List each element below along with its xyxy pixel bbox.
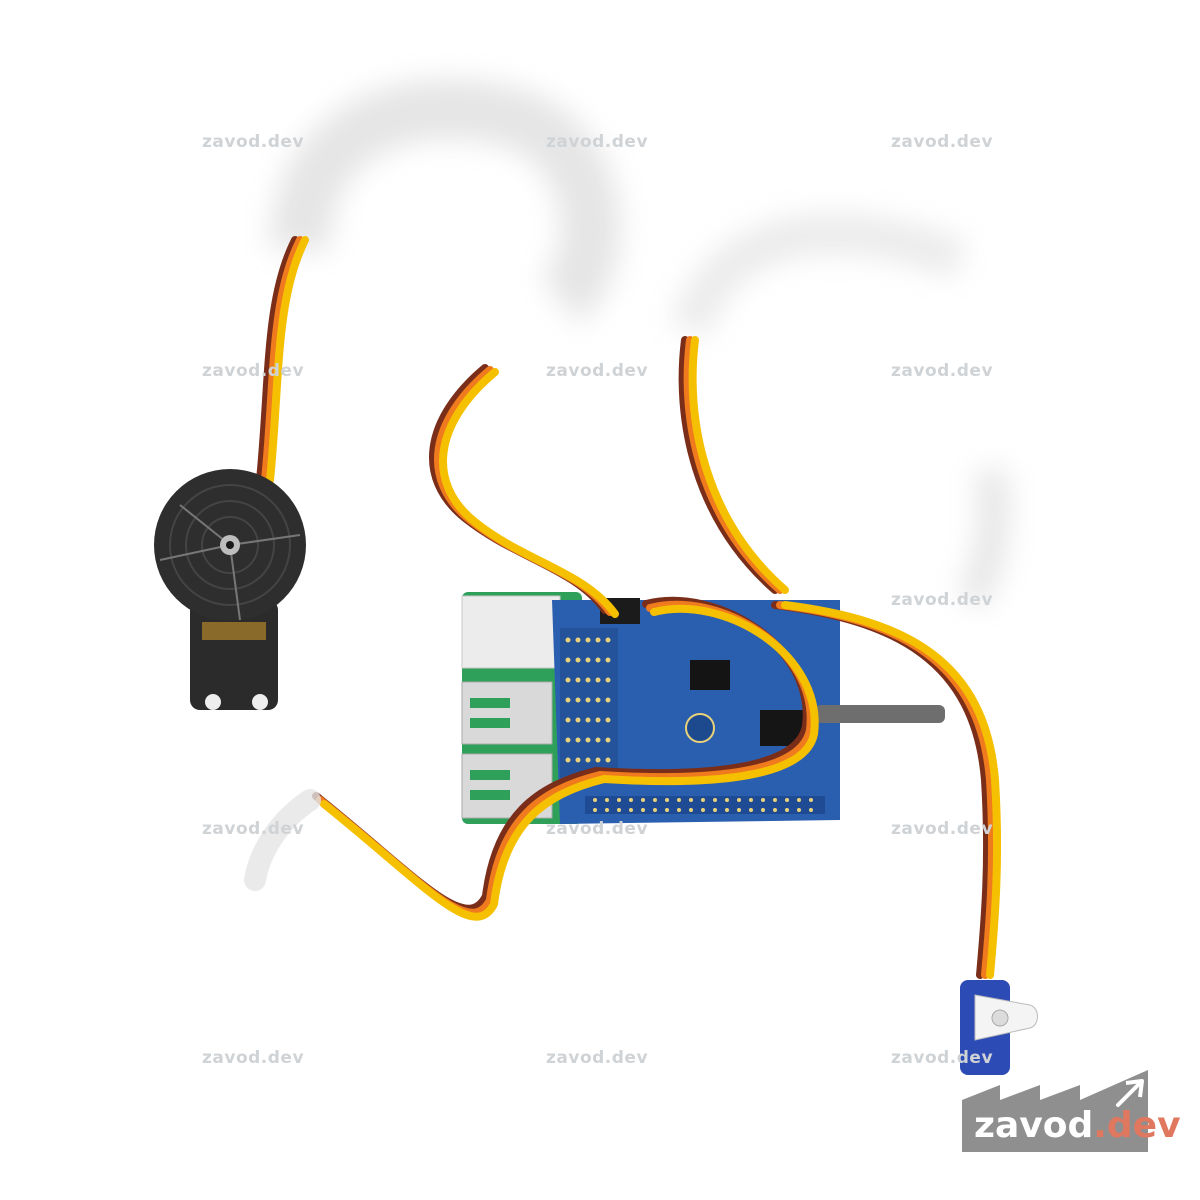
usb-port-top: [461, 681, 553, 745]
chip: [690, 660, 730, 690]
watermark-text: zavod.dev: [891, 590, 994, 610]
servo-motor-right: [960, 980, 1038, 1075]
gray-cable: [815, 705, 945, 723]
watermark-text: zavod.dev: [546, 132, 649, 152]
logo-circle: [685, 713, 715, 743]
logo-name-part2: .dev: [1093, 1105, 1181, 1146]
ghost-wires: [270, 79, 1009, 609]
ethernet-port: [461, 595, 561, 669]
watermark-text: zavod.dev: [202, 1048, 305, 1068]
watermark-text: zavod.dev: [202, 819, 305, 839]
watermark-text: zavod.dev: [891, 819, 994, 839]
watermark-text: zavod.dev: [202, 361, 305, 381]
watermark-text: zavod.dev: [891, 132, 994, 152]
zavod-logo-badge: [962, 1070, 1148, 1152]
zavod-logo-text: zavod.dev: [974, 1108, 1181, 1144]
wire-right-top: [678, 336, 789, 594]
watermark-text: zavod.dev: [546, 361, 649, 381]
logo-name-part1: zavod: [974, 1105, 1094, 1146]
wire-center-top: [429, 364, 619, 618]
servo-motor-left: [154, 469, 306, 710]
watermark-text: zavod.dev: [891, 1048, 994, 1068]
servo-wires: [244, 236, 1002, 979]
wire-loop: [312, 596, 819, 921]
wire-servo-left: [256, 236, 309, 484]
watermark-text: zavod.dev: [891, 361, 994, 381]
wire-servo-right: [771, 601, 1002, 979]
watermark-text: zavod.dev: [202, 132, 305, 152]
watermark-text: zavod.dev: [546, 1048, 649, 1068]
arrow-up-right-icon: [1116, 1079, 1144, 1107]
gpio-header: [585, 796, 825, 814]
watermark-text: zavod.dev: [546, 819, 649, 839]
prototype-area: [560, 628, 618, 778]
